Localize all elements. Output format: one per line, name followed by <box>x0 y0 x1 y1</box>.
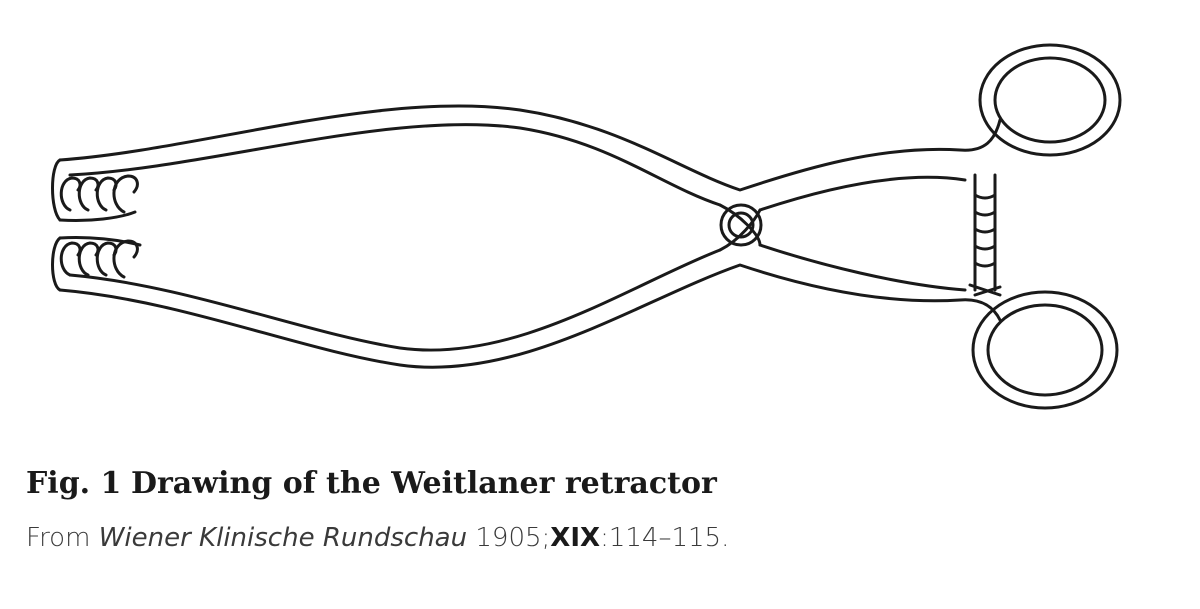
upper-finger-ring-inner <box>993 56 1107 144</box>
upper-tooth-1 <box>59 176 82 212</box>
right-lower-inner <box>758 243 967 292</box>
lower-finger-ring-outer <box>971 290 1119 410</box>
upper-finger-ring-outer <box>978 43 1122 157</box>
lower-arm-inner <box>68 248 722 352</box>
lower-arm-outer <box>58 263 1002 369</box>
caption-source: From Wiener Klinische Rundschau 1905;XIX… <box>26 518 1176 558</box>
journal-name: Wiener Klinische Rundschau <box>98 523 468 553</box>
page-range: :114–115. <box>600 523 730 553</box>
upper-cross <box>718 203 762 247</box>
lower-tooth-2 <box>77 241 100 277</box>
lower-tooth-4 <box>112 239 139 279</box>
right-upper-inner <box>758 175 967 212</box>
upper-arm-outer <box>58 104 1002 192</box>
retractor-illustration <box>51 43 1122 410</box>
caption-title: Fig. 1 Drawing of the Weitlaner retracto… <box>26 462 1176 506</box>
figure-caption: Fig. 1 Drawing of the Weitlaner retracto… <box>26 462 1176 558</box>
source-prefix: From <box>26 523 91 553</box>
figure-title: Drawing of the Weitlaner retractor <box>130 466 717 501</box>
upper-arm-inner <box>68 123 722 207</box>
figure-label: Fig. 1 <box>26 466 122 501</box>
upper-tooth-4 <box>112 174 139 214</box>
lower-tooth-1 <box>59 241 82 277</box>
upper-tooth-2 <box>77 176 100 212</box>
pivot-inner <box>727 211 755 239</box>
pivot-outer <box>719 203 763 247</box>
volume-number: XIX <box>550 523 601 553</box>
retractor-drawing <box>51 43 1122 410</box>
lower-finger-ring-inner <box>986 303 1104 397</box>
publication-year: 1905; <box>475 523 551 553</box>
